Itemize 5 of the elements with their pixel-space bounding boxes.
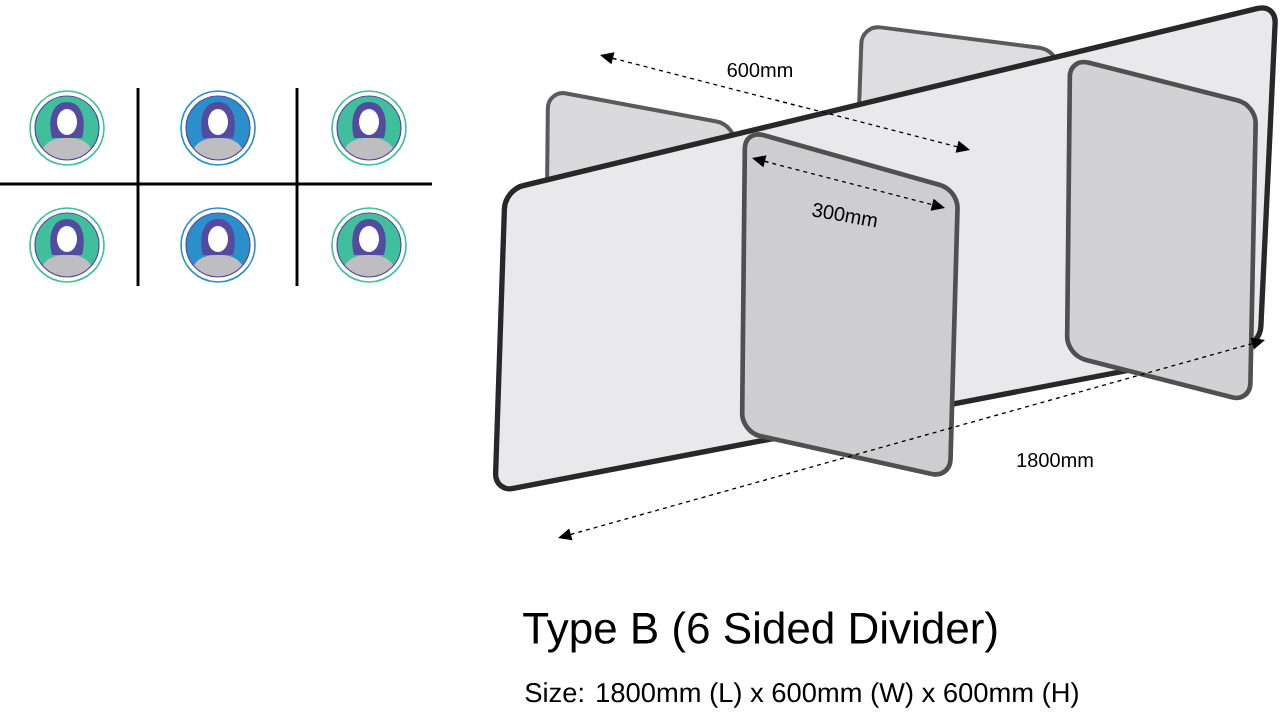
- dimension-label: 1800mm: [1017, 452, 1093, 468]
- dimension-label: 300mm: [812, 203, 877, 228]
- caption: Size: 1800mm (L) x 600mm (W) x 600mm (H): [525, 682, 1078, 708]
- title: Type B (6 Sided Divider): [523, 611, 997, 653]
- dimension-label: 600mm: [727, 62, 792, 78]
